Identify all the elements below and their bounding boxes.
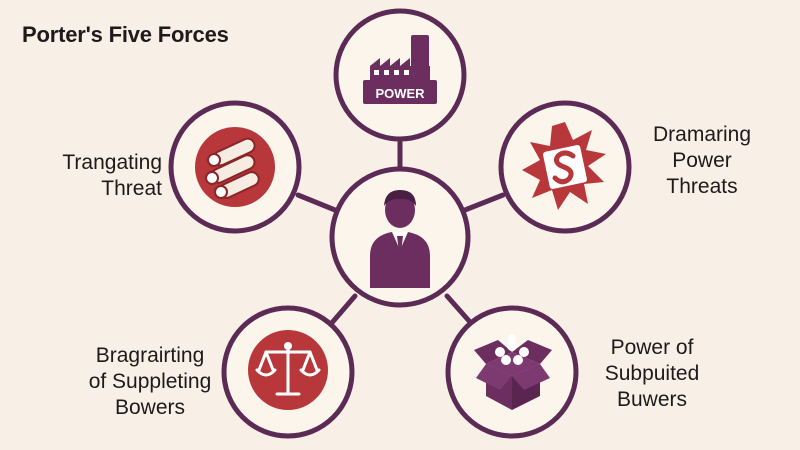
force-node-bottom-left xyxy=(221,305,355,439)
person-icon xyxy=(370,190,430,288)
force-node-right xyxy=(498,100,632,234)
factory-power-icon-text: POWER xyxy=(375,86,425,101)
logs-icon xyxy=(195,127,275,207)
connectors xyxy=(295,139,506,328)
force-node-top: POWER xyxy=(333,8,467,142)
factory-power-icon: POWER xyxy=(363,35,437,104)
center-node xyxy=(329,166,471,308)
force-node-bottom-right xyxy=(445,305,579,439)
open-box-icon xyxy=(474,334,552,410)
diagram-title: Porter's Five Forces xyxy=(22,22,229,47)
connector-right xyxy=(462,192,506,213)
force-label-bottom-left: Bragrairting of Suppleting Bowers xyxy=(88,344,212,419)
connector-bottom-right xyxy=(444,293,473,325)
connector-left xyxy=(295,192,338,213)
connector-bottom-left xyxy=(327,293,358,328)
scales-icon xyxy=(248,330,328,410)
force-node-left xyxy=(168,100,302,234)
force-label-left: Trangating Threat xyxy=(62,151,162,200)
dollar-burst-icon xyxy=(522,122,606,210)
force-label-right: Dramaring Power Threats xyxy=(652,123,752,198)
force-label-bottom-right: Power of Subpuited Buwers xyxy=(604,336,700,411)
